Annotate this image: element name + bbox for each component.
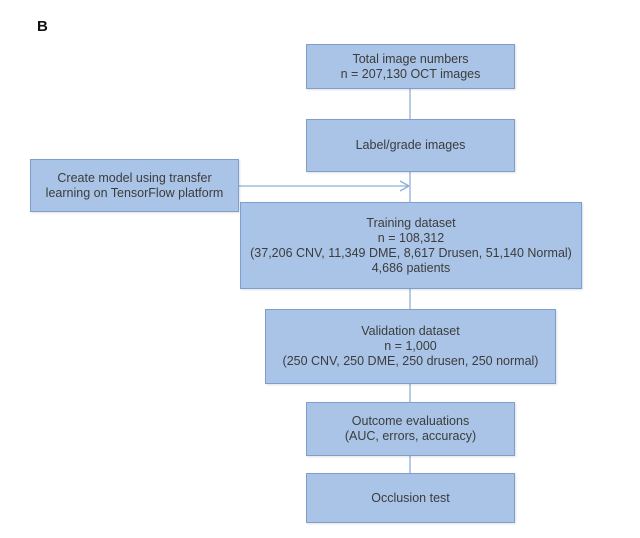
create-model-box: Create model using transfer learning on …: [30, 159, 239, 212]
arrowhead-upper: [399, 180, 410, 187]
training-dataset-box: Training dataset n = 108,312 (37,206 CNV…: [240, 202, 582, 289]
validation-dataset-breakdown: (250 CNV, 250 DME, 250 drusen, 250 norma…: [282, 354, 539, 368]
create-model-line1: Create model using transfer: [57, 170, 212, 185]
validation-dataset-count: n = 1,000: [384, 339, 437, 353]
validation-dataset-title: Validation dataset: [361, 324, 460, 338]
occlusion-test-title: Occlusion test: [371, 490, 450, 505]
total-images-count: n = 207,130 OCT images: [340, 66, 481, 81]
arrowhead-lower: [399, 185, 410, 192]
outcome-evaluations-metrics: (AUC, errors, accuracy): [344, 429, 477, 443]
validation-dataset-box: Validation dataset n = 1,000 (250 CNV, 2…: [265, 309, 556, 384]
occlusion-test-box: Occlusion test: [306, 473, 515, 523]
total-images-box: Total image numbers n = 207,130 OCT imag…: [306, 44, 515, 89]
training-dataset-breakdown: (37,206 CNV, 11,349 DME, 8,617 Drusen, 5…: [250, 245, 572, 260]
label-grade-title: Label/grade images: [355, 138, 466, 152]
training-dataset-count: n = 108,312: [377, 230, 445, 245]
outcome-evaluations-title: Outcome evaluations: [351, 414, 470, 428]
create-model-line2: learning on TensorFlow platform: [45, 185, 224, 200]
total-images-title: Total image numbers: [352, 51, 469, 66]
label-grade-box: Label/grade images: [306, 119, 515, 172]
training-dataset-patients: 4,686 patients: [371, 260, 451, 275]
outcome-evaluations-box: Outcome evaluations (AUC, errors, accura…: [306, 402, 515, 456]
panel-label: B: [37, 18, 48, 35]
training-dataset-title: Training dataset: [366, 215, 456, 230]
